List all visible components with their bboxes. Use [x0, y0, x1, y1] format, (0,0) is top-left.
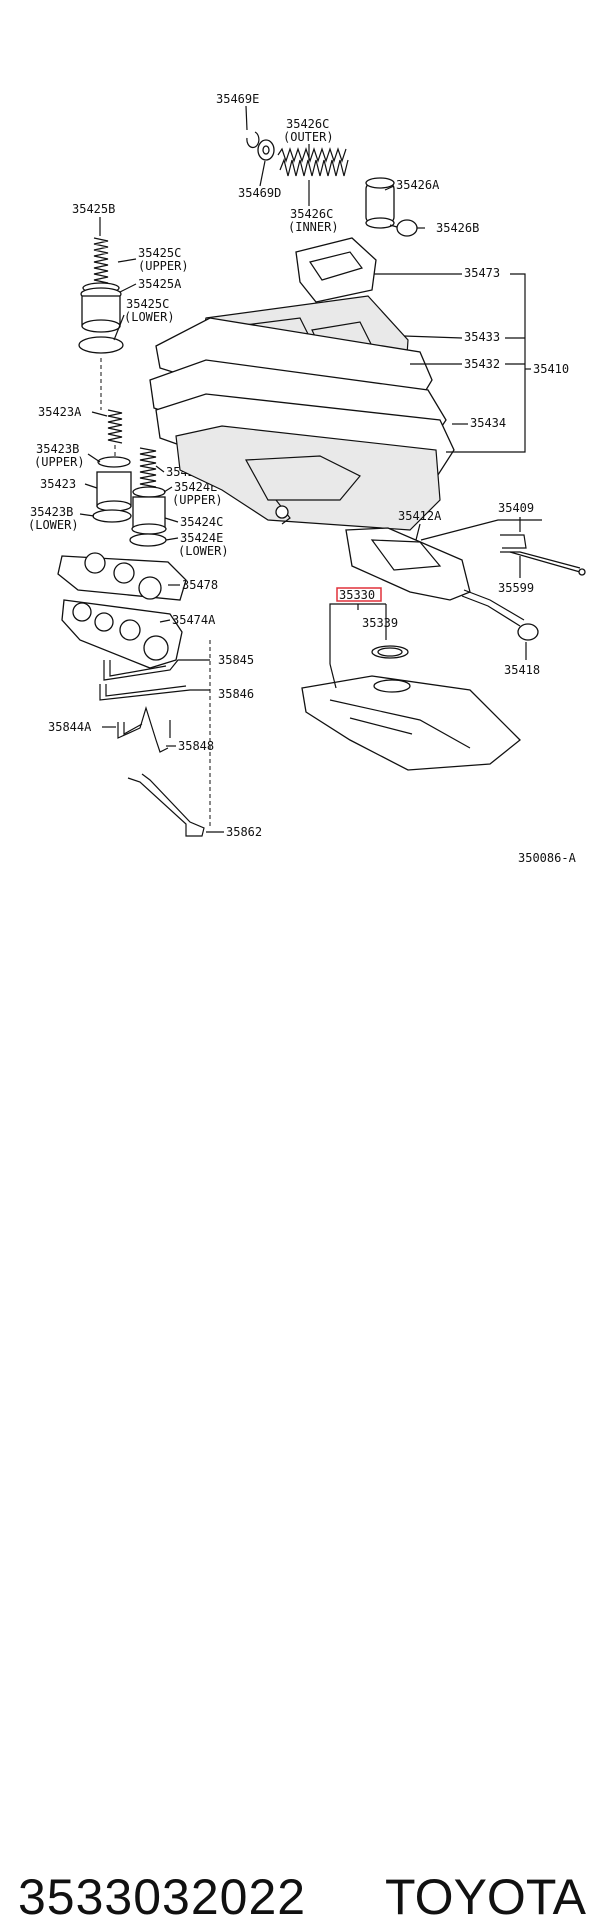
callout-35844a: 35844A: [48, 720, 92, 734]
callout-35409: 35409: [498, 501, 534, 515]
callout-35433: 35433: [464, 330, 500, 344]
valve-spring-assembly-top: [246, 131, 418, 237]
callout-35424c: 35424C: [180, 515, 223, 529]
callout-35424e-upper-sub: (UPPER): [172, 493, 223, 507]
callout-35425a: 35425A: [138, 277, 182, 291]
callout-35425b: 35425B: [72, 202, 115, 216]
callout-35425c-upper: 35425C: [138, 246, 181, 260]
callout-35434: 35434: [470, 416, 506, 430]
oil-strainer: [301, 645, 521, 771]
callout-35426b: 35426B: [436, 221, 479, 235]
caption-bar: 3533032022 TOYOTA: [0, 930, 600, 1925]
callout-35432: 35432: [464, 357, 500, 371]
callout-35425c-lower: 35425C: [126, 297, 169, 311]
callout-35426a: 35426A: [396, 178, 440, 192]
callout-35599: 35599: [498, 581, 534, 595]
part-number: 3533032022: [18, 1869, 307, 1925]
callout-35423: 35423: [40, 477, 76, 491]
callout-35410: 35410: [533, 362, 569, 376]
callout-35423b-lower-sub: (LOWER): [28, 518, 79, 532]
callout-35474a: 35474A: [172, 613, 216, 627]
callout-35426c-outer-sub: (OUTER): [283, 130, 334, 144]
callout-35426c-inner: 35426C: [290, 207, 333, 221]
callout-35425c-upper-sub: (UPPER): [138, 259, 189, 273]
callout-35423b-upper-sub: (UPPER): [34, 455, 85, 469]
callout-35469d: 35469D: [238, 186, 281, 200]
oil-tubes: [99, 640, 211, 837]
callout-35423a: 35423A: [38, 405, 82, 419]
callout-35424e-lower: 35424E: [180, 531, 223, 545]
drawing-code: 350086-A: [518, 851, 577, 865]
callout-35478: 35478: [182, 578, 218, 592]
callout-35846: 35846: [218, 687, 254, 701]
callout-35426c-inner-sub: (INNER): [288, 220, 339, 234]
callout-35424e-lower-sub: (LOWER): [178, 544, 229, 558]
callout-35845: 35845: [218, 653, 254, 667]
highlight-box-35330: [336, 587, 382, 602]
callout-35469e: 35469E: [216, 92, 259, 106]
callout-35862: 35862: [226, 825, 262, 839]
callout-35426c-outer: 35426C: [286, 117, 329, 131]
solenoid-and-wiring: [345, 527, 586, 641]
callout-35339: 35339: [362, 616, 398, 630]
brand-name: TOYOTA: [385, 1869, 586, 1925]
accumulator-left: [78, 237, 167, 547]
callout-35473: 35473: [464, 266, 500, 280]
callout-35425c-lower-sub: (LOWER): [124, 310, 175, 324]
callout-35423b-upper: 35423B: [36, 442, 79, 456]
gasket-plates: [57, 552, 187, 669]
callout-35848: 35848: [178, 739, 214, 753]
callout-35424e-upper: 35424E: [174, 480, 217, 494]
callout-35330: 35330: [339, 588, 375, 602]
callout-35418: 35418: [504, 663, 540, 677]
callout-35423b-lower: 35423B: [30, 505, 73, 519]
valve-body-assembly: [149, 237, 455, 531]
callout-35412a: 35412A: [398, 509, 442, 523]
exploded-parts-diagram: 35469E 35426C (OUTER) 35426A 35469D 3542…: [28, 92, 586, 865]
